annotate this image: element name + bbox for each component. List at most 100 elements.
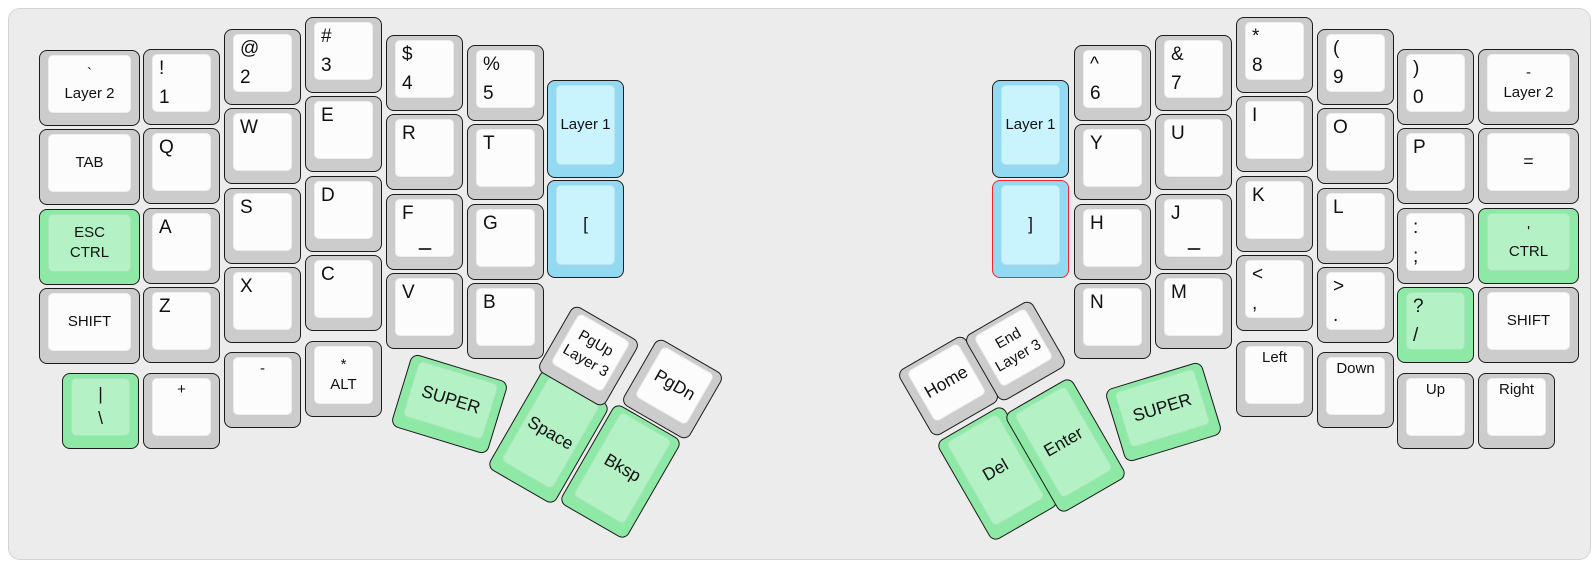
key-k[interactable]: K	[1236, 176, 1313, 252]
key-arrow-right[interactable]: Right	[1478, 373, 1555, 449]
key-question-slash[interactable]: ?/	[1397, 287, 1474, 363]
keytop: G	[476, 209, 535, 267]
key-s[interactable]: S	[224, 188, 301, 264]
key-quote-ctrl[interactable]: 'CTRL	[1478, 208, 1579, 284]
key-super-left[interactable]: SUPER	[390, 352, 509, 456]
key-legend: 'CTRL	[1487, 213, 1570, 271]
key-at-2[interactable]: @2	[224, 29, 301, 105]
key-legend: F	[395, 199, 454, 257]
key-h[interactable]: H	[1074, 204, 1151, 280]
key-shift-left[interactable]: SHIFT	[39, 288, 140, 364]
key-m[interactable]: M	[1155, 273, 1232, 349]
key-d[interactable]: D	[305, 176, 382, 252]
key-exclam-1[interactable]: !1	[143, 49, 220, 125]
key-legend: *ALT	[314, 346, 373, 404]
keytop: =	[1487, 133, 1570, 191]
key-star-alt[interactable]: *ALT	[305, 341, 382, 417]
key-legend: Layer 1	[1001, 85, 1060, 165]
key-q[interactable]: Q	[143, 128, 220, 204]
key-legend-line: SHIFT	[67, 312, 112, 330]
keytop: SUPER	[1114, 368, 1211, 449]
key-legend-line: ESC	[74, 223, 105, 241]
key-n[interactable]: N	[1074, 283, 1151, 359]
key-o[interactable]: O	[1317, 108, 1394, 184]
key-tab[interactable]: TAB	[39, 129, 140, 205]
key-caret-6[interactable]: ^6	[1074, 45, 1151, 121]
key-legend-line: <	[1252, 264, 1264, 285]
key-layer2-left[interactable]: `Layer 2	[39, 50, 140, 126]
key-lt-comma[interactable]: <,	[1236, 255, 1313, 331]
keytop: R	[395, 119, 454, 177]
keytop: !1	[152, 54, 211, 112]
keytop: ]	[1001, 185, 1060, 265]
key-minus[interactable]: -	[224, 352, 301, 428]
key-e[interactable]: E	[305, 96, 382, 172]
key-pipe-backslash[interactable]: |\	[62, 373, 139, 449]
key-super-right[interactable]: SUPER	[1104, 360, 1223, 464]
key-legend-line: R	[402, 123, 416, 144]
key-legend-line: W	[240, 117, 258, 138]
key-legend-line: SUPER	[1130, 389, 1194, 426]
key-l[interactable]: L	[1317, 188, 1394, 264]
key-u[interactable]: U	[1155, 114, 1232, 190]
key-legend: +	[152, 378, 211, 436]
key-star-8[interactable]: *8	[1236, 17, 1313, 93]
key-rparen-0[interactable]: )0	[1397, 49, 1474, 125]
key-legend: X	[233, 272, 292, 330]
key-arrow-left[interactable]: Left	[1236, 341, 1313, 417]
key-gt-period[interactable]: >.	[1317, 267, 1394, 343]
key-legend-line: 6	[1090, 82, 1101, 104]
key-legend-line: 3	[321, 54, 332, 76]
key-v[interactable]: V	[386, 273, 463, 349]
key-arrow-down[interactable]: Down	[1317, 352, 1394, 428]
key-w[interactable]: W	[224, 108, 301, 184]
keytop: Z	[152, 292, 211, 350]
key-layer1-left[interactable]: Layer 1	[547, 80, 624, 178]
key-y[interactable]: Y	[1074, 124, 1151, 200]
key-legend: ^6	[1083, 50, 1142, 108]
key-x[interactable]: X	[224, 267, 301, 343]
key-equals[interactable]: =	[1478, 128, 1579, 204]
key-lparen-9[interactable]: (9	[1317, 29, 1394, 105]
key-percent-5[interactable]: %5	[467, 45, 544, 121]
key-legend-line: Layer 1	[1005, 115, 1056, 133]
key-a[interactable]: A	[143, 208, 220, 284]
key-plus[interactable]: +	[143, 373, 220, 449]
key-right-bracket[interactable]: ]	[992, 180, 1069, 278]
key-i[interactable]: I	[1236, 96, 1313, 172]
key-colon-semicolon[interactable]: :;	[1397, 208, 1474, 284]
key-legend-line: 1	[159, 86, 170, 108]
key-layer1-right[interactable]: Layer 1	[992, 80, 1069, 178]
key-hash-3[interactable]: #3	[305, 17, 382, 93]
key-legend-line: J	[1171, 203, 1181, 224]
key-legend-line: $	[402, 44, 413, 65]
key-left-bracket[interactable]: [	[547, 180, 624, 278]
key-legend-line: )	[1413, 58, 1420, 79]
key-legend: Y	[1083, 129, 1142, 187]
keytop: @2	[233, 34, 292, 92]
key-f[interactable]: F	[386, 194, 463, 270]
keytop: S	[233, 193, 292, 251]
key-shift-right[interactable]: SHIFT	[1478, 287, 1579, 363]
key-legend-line: =	[1523, 151, 1534, 172]
key-g[interactable]: G	[467, 204, 544, 280]
key-arrow-up[interactable]: Up	[1397, 373, 1474, 449]
key-b[interactable]: B	[467, 283, 544, 359]
key-z[interactable]: Z	[143, 287, 220, 363]
key-j[interactable]: J	[1155, 194, 1232, 270]
key-c[interactable]: C	[305, 255, 382, 331]
key-amp-7[interactable]: &7	[1155, 35, 1232, 111]
key-legend-line: O	[1333, 117, 1348, 138]
key-legend: C	[314, 260, 373, 318]
key-p[interactable]: P	[1397, 128, 1474, 204]
key-dollar-4[interactable]: $4	[386, 35, 463, 111]
key-legend-line: 2	[240, 66, 251, 88]
key-t[interactable]: T	[467, 124, 544, 200]
key-layer2-right[interactable]: -Layer 2	[1478, 49, 1579, 125]
key-r[interactable]: R	[386, 114, 463, 190]
key-legend-line: :	[1413, 217, 1419, 238]
key-legend: P	[1406, 133, 1465, 191]
